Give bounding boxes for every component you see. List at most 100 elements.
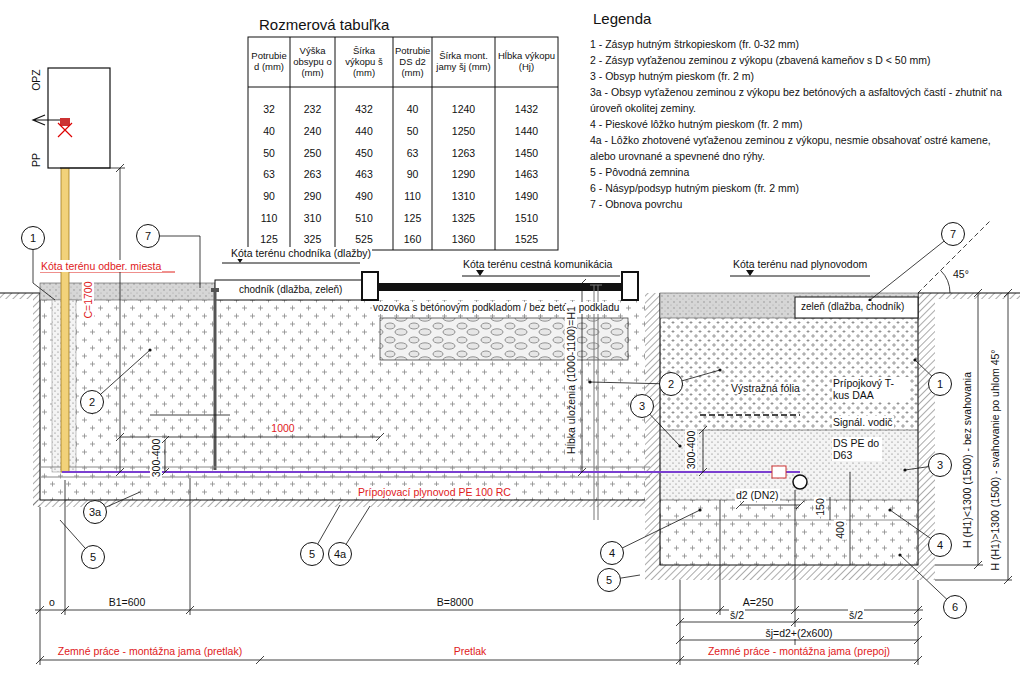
legend-entry: 1 - Zásyp hutným štrkopieskom (fr. 0-32 …	[590, 36, 1015, 52]
table-cell: 125	[394, 212, 431, 224]
table-cell: 90	[394, 168, 431, 180]
callout-number: 4	[609, 548, 615, 559]
label: B=8000	[436, 596, 475, 608]
legend-entry: 5 - Pôvodná zemnina	[590, 164, 1015, 180]
road-part	[378, 283, 622, 291]
table-cell: 240	[291, 125, 334, 137]
dimension-lines-part	[699, 426, 707, 476]
dimension-lines	[35, 164, 1012, 665]
road-part	[362, 272, 638, 300]
surface-layers-part	[215, 280, 362, 300]
table-cell: 50	[249, 147, 289, 159]
leader-lines-part	[33, 250, 55, 300]
table-header: Výška obsypu o (mm)	[291, 46, 334, 79]
dimension-lines-part	[116, 164, 124, 476]
label: šj=d2+(2x600)	[764, 627, 833, 639]
legend-entry: 7 - Obnova povrchu	[590, 196, 1015, 212]
callout-circle: 7	[136, 224, 160, 248]
meter-cabinet-part	[58, 123, 72, 137]
callout-circle: 4	[928, 533, 952, 557]
table-cell: 450	[336, 147, 392, 159]
gas-pipe	[40, 160, 807, 489]
callout-number: 1	[937, 379, 943, 390]
surface-layers-part	[795, 297, 918, 318]
table-cell: 1432	[496, 103, 557, 115]
leader-dots-part	[678, 444, 681, 447]
leader-dots-part	[718, 368, 721, 371]
label: Hĺbka uloženia (1000-1100)=H1	[565, 305, 577, 455]
table-cell: 32	[249, 103, 289, 115]
leader-lines-part	[590, 370, 720, 384]
table-header: Šírka mont. jamy šj (mm)	[433, 51, 494, 73]
table-grid-part	[393, 37, 394, 250]
leader-lines-part	[612, 510, 700, 553]
callout-number: 4a	[334, 549, 346, 560]
table-grid-part	[432, 37, 433, 250]
leader-dots-part	[148, 348, 151, 351]
label: B1=600	[108, 596, 147, 608]
dimension-lines-part	[918, 221, 990, 293]
probes-part	[590, 285, 602, 520]
gas-pipe-part	[772, 466, 786, 478]
label: C=1700	[82, 280, 94, 319]
leader-dots	[148, 298, 916, 556]
table-cell: 110	[394, 190, 431, 202]
soil-fill-part	[660, 500, 918, 520]
callout-circle: 3a	[83, 500, 107, 524]
callout-number: 7	[950, 229, 956, 240]
label: OPZ	[30, 68, 42, 92]
table-cell: 1310	[433, 190, 494, 202]
label: Zemné práce - montážna jama (prepoj)	[707, 645, 891, 657]
soil-fill-part	[660, 520, 918, 565]
label: 400	[834, 520, 846, 540]
table-cell: 1325	[433, 212, 494, 224]
meter-cabinet	[33, 68, 125, 168]
label: Kóta terénu cestná komunikácia	[462, 258, 613, 270]
road-part	[380, 318, 628, 360]
dimension-lines-part	[676, 618, 922, 626]
table-cell: 463	[336, 168, 392, 180]
gas-pipe-part	[793, 475, 807, 489]
dimension-lines-part	[35, 606, 923, 614]
surface-layers	[40, 280, 918, 472]
table-cell: 1250	[433, 125, 494, 137]
callout-circle: 4	[600, 541, 624, 565]
legend-entry: 4a - Lôžko zhotovené vyťaženou zeminou z…	[590, 132, 1015, 164]
table-cell: 90	[249, 190, 289, 202]
callout-number: 3	[937, 460, 943, 471]
table-cell: 232	[291, 103, 334, 115]
table-cell: 290	[291, 190, 334, 202]
table-grid-part	[248, 87, 558, 88]
callout-number: 5	[90, 552, 96, 563]
meter-cabinet-part	[60, 118, 70, 126]
label: š/2	[848, 609, 864, 621]
label: Výstražná fólia	[730, 382, 801, 394]
dimension-lines-part	[941, 270, 950, 293]
table-grid-part	[290, 37, 291, 250]
earth-hatch-part	[0, 293, 1020, 565]
label: vozovka s betónovým podkladom / bez betó…	[372, 302, 620, 314]
table-cell: 510	[336, 212, 392, 224]
callout-number: 1	[30, 233, 36, 244]
callout-number: 2	[668, 379, 674, 390]
table-cell: 40	[394, 103, 431, 115]
label: Prípojovací plynovod PE 100 RC	[357, 486, 512, 498]
legend-entry: 3 - Obsyp hutným pieskom (fr. 2 m)	[590, 68, 1015, 84]
table-title: Rozmerová tabuľka	[258, 16, 390, 33]
label: 45°	[952, 268, 970, 280]
meter-cabinet-part	[48, 68, 110, 168]
table-header: Šírka výkopu š (mm)	[336, 46, 392, 79]
table-cell: 525	[336, 233, 392, 245]
label: H (H1)>1300 (1500) - svahovanie po uhlom…	[989, 348, 1001, 571]
table-cell: 50	[394, 125, 431, 137]
table-cell: 110	[249, 212, 289, 224]
label: Kóta terénu odber. miesta	[40, 260, 162, 272]
surface-layers-part	[660, 293, 918, 318]
legend-entry: 6 - Násyp/podsyp hutným pieskom (fr. 2 m…	[590, 180, 1015, 196]
callout-circle: 2	[659, 372, 683, 396]
legend-entry: 4 - Pieskové lôžko hutným pieskom (fr. 2…	[590, 116, 1015, 132]
label: 150	[814, 497, 826, 517]
label: zeleň (dlažba, chodník)	[800, 301, 905, 313]
callout-circle: 1	[21, 226, 45, 250]
table-cell: 490	[336, 190, 392, 202]
